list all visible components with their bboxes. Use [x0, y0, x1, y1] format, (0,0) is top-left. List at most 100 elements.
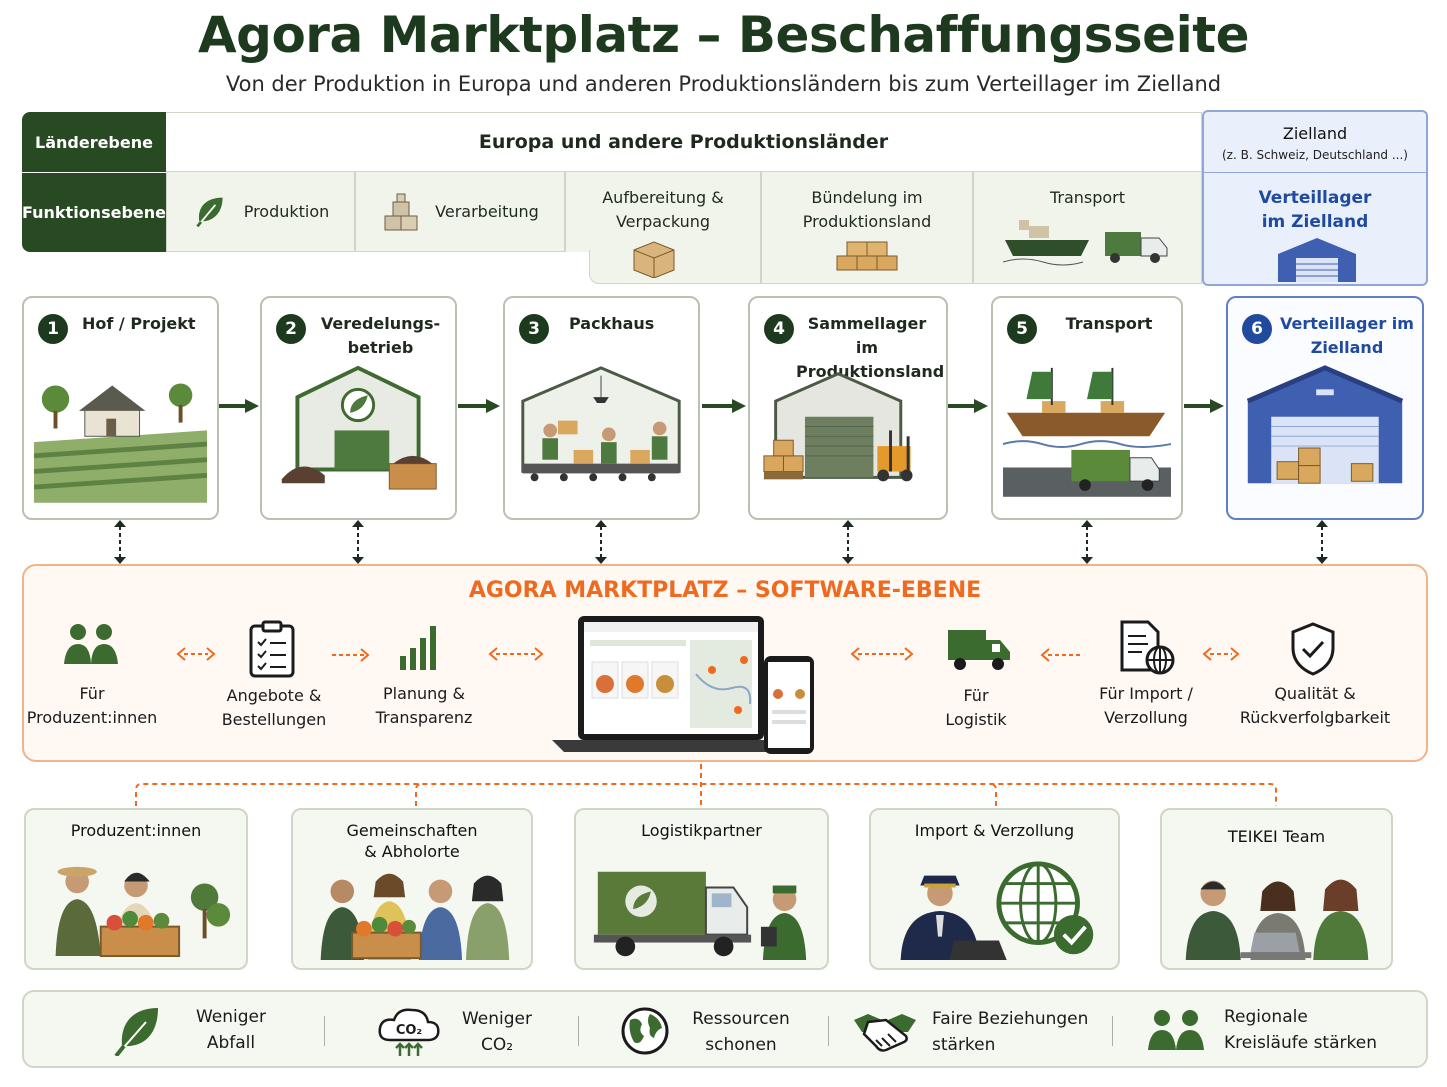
benefit-less-co2: Weniger CO₂ [461, 1009, 532, 1055]
communities-illustration [320, 873, 510, 961]
stage-label: Sammellager im Produktionsland [796, 314, 945, 381]
function-label: Transport [1049, 188, 1126, 207]
stage-number: 3 [519, 314, 549, 344]
collection-warehouse-illustration [763, 372, 913, 482]
stakeholder-connectors [135, 764, 1277, 806]
team-illustration [1185, 879, 1369, 961]
svg-text:CO₂: CO₂ [396, 1023, 422, 1038]
community-icon [1148, 1010, 1204, 1050]
ship-truck-icon [1002, 220, 1167, 266]
arrow-right-icon [458, 399, 500, 413]
packhouse-illustration [521, 366, 681, 482]
double-arrow-icon [488, 647, 544, 661]
function-label: Produktion [243, 201, 330, 221]
target-country-note: (z. B. Schweiz, Deutschland ...) [1222, 148, 1408, 162]
arrow-right-icon [219, 399, 259, 413]
target-country-title: Zielland [1282, 124, 1348, 143]
benefit-fair-relations: Faire Beziehungen stärken [932, 1009, 1089, 1055]
stage-hof: 1 Hof / Projekt [22, 296, 219, 520]
stakeholder-label: Import & Verzollung [914, 821, 1075, 840]
divider [1112, 1016, 1113, 1046]
co2-cloud-icon: CO₂ [378, 1008, 440, 1056]
stage-sammellager: 4 Sammellager im Produktionsland [748, 296, 948, 520]
function-label: Verarbeitung [435, 201, 539, 221]
arrow-right-icon [332, 648, 370, 662]
stage-label: Packhaus [569, 314, 655, 333]
region-producing: Europa und andere Produktionsländer [166, 112, 1202, 172]
stakeholder-producers: Produzent:innen [24, 808, 248, 970]
globe-icon [621, 1007, 669, 1055]
function-cell-verarbeitung: Verarbeitung [355, 172, 565, 252]
customs-document-icon [1120, 620, 1175, 675]
shield-check-icon [1291, 622, 1335, 676]
function-cell-produktion: Produktion [166, 172, 355, 252]
arrow-right-icon [1184, 399, 1224, 413]
stakeholder-logistics: Logistikpartner [574, 808, 829, 970]
stakeholder-label: Logistikpartner [641, 821, 762, 840]
stage-label: Transport [1065, 314, 1153, 333]
stage-label: Verteillager im Zielland [1280, 314, 1414, 357]
stage-number: 6 [1242, 314, 1272, 344]
arrow-right-icon [948, 399, 988, 413]
stacked-boxes-icon [836, 241, 898, 271]
logistics-partner-illustration [593, 871, 807, 961]
page-subtitle: Von der Produktion in Europa und anderen… [225, 72, 1222, 96]
distribution-warehouse-illustration [1246, 365, 1404, 484]
software-item-quality: Qualität & Rückverfolgbarkeit [1239, 684, 1391, 727]
stage-label: Veredelungs- betrieb [320, 314, 441, 357]
target-function-label: Verteillager im Zielland [1258, 188, 1372, 232]
clipboard-icon [249, 620, 295, 678]
stage-transport: 5 Transport [991, 296, 1183, 520]
box-icon [633, 241, 675, 278]
stakeholder-import: Import & Verzollung [869, 808, 1120, 970]
software-layer-panel: AGORA MARKTPLATZ – SOFTWARE-EBENE Für Pr… [22, 564, 1428, 762]
country-level-label: Länderebene [22, 112, 166, 172]
boxes-icon [384, 193, 418, 230]
stage-verteillager: 6 Verteillager im Zielland [1226, 296, 1424, 520]
processing-plant-illustration [281, 365, 437, 490]
connector-lines [114, 520, 1328, 564]
function-cell-transport: Transport [973, 172, 1202, 284]
laptop-phone-mockup [552, 616, 814, 754]
handshake-icon [854, 1014, 916, 1052]
stakeholder-teikei: TEIKEI Team [1160, 808, 1393, 970]
arrow-left-icon [850, 647, 914, 661]
arrow-right-icon [702, 399, 746, 413]
stage-number: 5 [1007, 314, 1037, 344]
farm-illustration [34, 383, 207, 503]
warehouse-icon [1278, 238, 1356, 282]
stage-number: 2 [276, 314, 306, 344]
divider [1204, 172, 1426, 173]
page-title: Agora Marktplatz – Beschaffungsseite [197, 6, 1250, 64]
software-item-logistics: Für Logistik [945, 686, 1007, 729]
function-label: Bündelung im Produktionsland [802, 188, 932, 231]
benefit-less-waste: Weniger Abfall [195, 1007, 266, 1053]
function-cell-aufbereitung: Aufbereitung & Verpackung [565, 172, 761, 252]
function-cell-buendelung: Bündelung im Produktionsland [761, 172, 973, 284]
software-item-planning: Planung & Transparenz [375, 684, 473, 727]
software-item-producers: Für Produzent:innen [26, 684, 158, 727]
benefit-resources: Ressourcen schonen [692, 1009, 790, 1055]
function-level-label: Funktionsebene [22, 172, 166, 252]
divider [578, 1016, 579, 1046]
customs-illustration [900, 861, 1094, 961]
bar-chart-icon [400, 626, 436, 670]
divider [828, 1016, 829, 1046]
benefit-regional-cycles: Regionale Kreisläufe stärken [1224, 1007, 1377, 1053]
stakeholder-communities: Gemeinschaften & Abholorte [291, 808, 533, 970]
ship-truck-illustration [1003, 367, 1171, 497]
target-country-panel: Zielland (z. B. Schweiz, Deutschland ...… [1202, 110, 1428, 286]
benefits-bar: Weniger Abfall CO₂ Weniger CO₂ Ressource… [22, 990, 1428, 1068]
people-icon [64, 624, 118, 664]
stakeholder-label: Produzent:innen [70, 821, 202, 840]
leaf-icon [196, 197, 223, 227]
producers-illustration [55, 866, 231, 958]
stakeholder-label: Gemeinschaften & Abholorte [346, 821, 478, 861]
software-layer-title: AGORA MARKTPLATZ – SOFTWARE-EBENE [468, 578, 982, 603]
software-item-import: Für Import / Verzollung [1099, 684, 1193, 727]
arrow-left-icon [1040, 648, 1082, 662]
stage-packhaus: 3 Packhaus [503, 296, 700, 520]
stakeholder-label: TEIKEI Team [1227, 827, 1326, 846]
stage-veredelung: 2 Veredelungs- betrieb [260, 296, 457, 520]
software-item-orders: Angebote & Bestellungen [221, 686, 327, 729]
